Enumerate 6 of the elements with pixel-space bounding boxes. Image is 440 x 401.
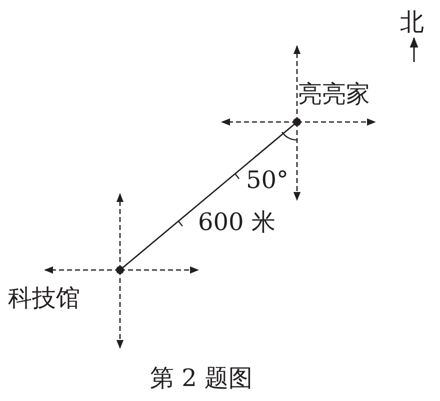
caption: 第 2 题图 xyxy=(150,364,253,392)
compass-label: 北 xyxy=(400,8,424,36)
place-label: 科技馆 xyxy=(8,284,80,312)
edge-label: 600 米 xyxy=(198,208,276,236)
place-label: 亮亮家 xyxy=(298,80,370,108)
angle-label: 50° xyxy=(246,166,289,194)
